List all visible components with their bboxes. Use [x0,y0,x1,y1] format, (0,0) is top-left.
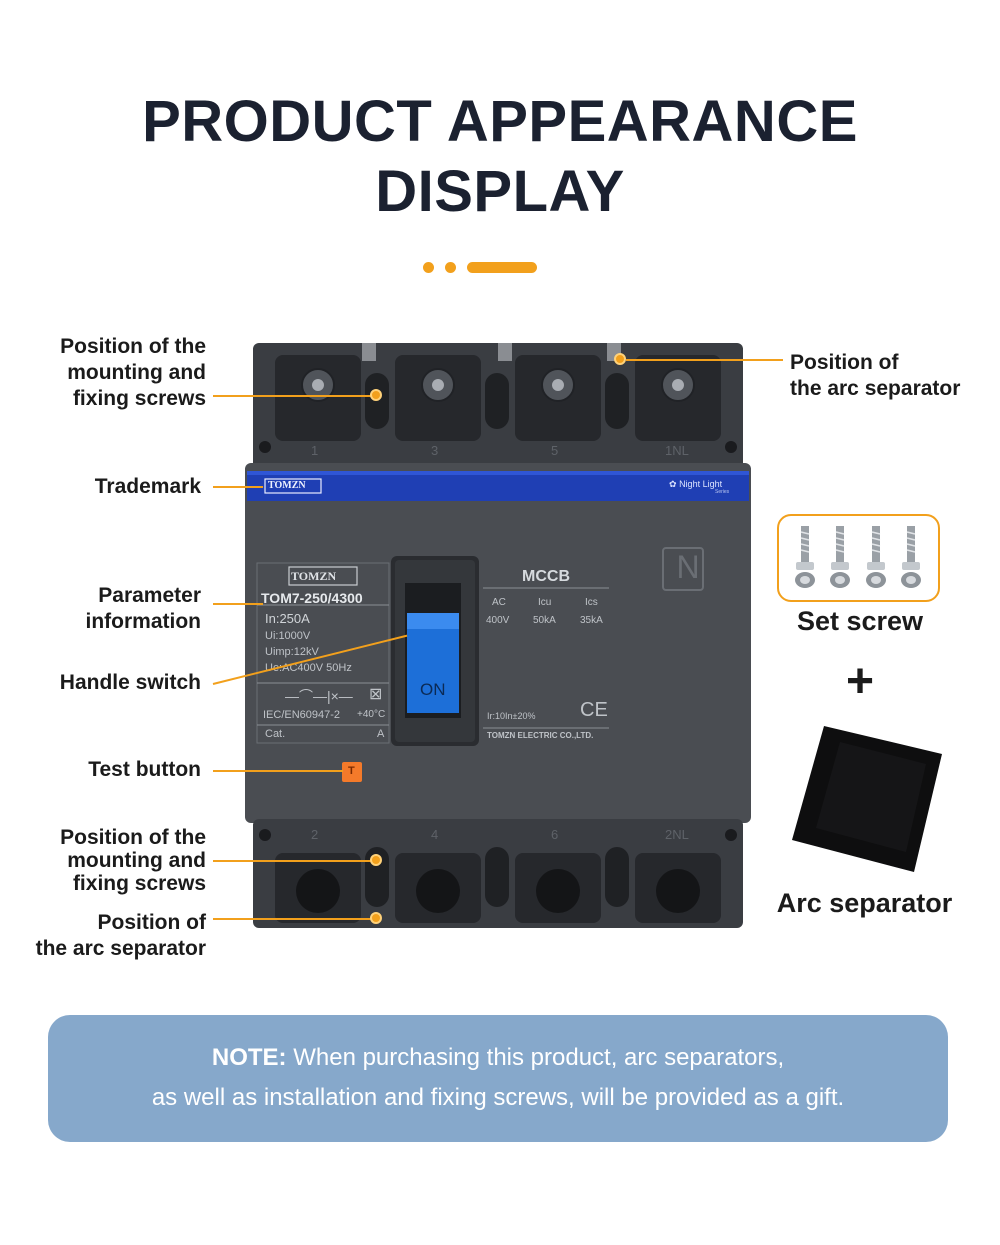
label-line: information [85,610,202,633]
temperature: +40°C [357,709,386,720]
test-button-label: T [348,765,355,777]
ui-rating: Ui:1000V [265,630,311,642]
model-number: TOM7-250/4300 [261,590,363,606]
label-arc-separator-bottom: Position of the arc separator [10,910,206,962]
plus-icon: + [845,655,875,708]
terminal-bottom-4: 4 [431,827,439,842]
circuit-symbol-icon: —⌒—|×— [285,688,353,704]
terminal-bottom-6: 6 [551,827,559,842]
isolation-symbol-icon: ⊠ [369,686,383,703]
brand-plate-logo: TOMZN [291,569,337,583]
set-screw-icon [795,526,921,588]
mccb-label: MCCB [522,568,570,585]
callout-dot-arc-top [614,353,626,365]
accent-bar [467,262,537,273]
night-light-text: Night Light [679,479,723,489]
arc-separator-image [792,726,942,872]
uimp-rating: Uimp:12kV [265,646,319,658]
set-screw-label: Set screw [796,606,924,636]
label-handle-switch: Handle switch [59,671,201,694]
terminal-bottom-n: 2NL [665,827,689,842]
val-icu: 50kA [533,615,556,626]
label-arc-separator-top: Position of the arc separator [790,350,990,402]
val-ics: 35kA [580,615,603,626]
label-line: Position of [97,911,207,934]
callout-dot-mount-top [370,389,382,401]
category-value: A [377,728,385,740]
note-bold: NOTE: [211,1044,287,1071]
brand-band-logo: TOMZN [268,480,306,491]
night-light-icon: ✿ [669,479,677,489]
in-rating: In:250A [265,611,310,626]
accent-dot-2 [445,262,456,273]
callout-dot-arc-bottom [370,912,382,924]
standard: IEC/EN60947-2 [263,709,341,721]
terminal-bottom-2: 2 [311,827,319,842]
set-screw-box [777,514,940,602]
note-box: NOTE: When purchasing this product, arc … [48,1015,948,1142]
label-line: mounting and [67,849,206,872]
category-label: Cat. [265,728,286,740]
label-line: mounting and [67,361,206,384]
note-text-2: as well as installation and fixing screw… [151,1084,845,1111]
label-line: Parameter [98,584,201,607]
arc-separator-label: Arc separator [776,888,953,918]
page-title-line-1: PRODUCT APPEARANCE [142,89,858,154]
col-ics: Ics [585,597,598,608]
label-line: Position of the [60,335,206,358]
label-parameter-info: Parameter information [20,583,202,635]
callout-line-trademark [213,486,263,488]
callout-dot-mount-bottom [370,854,382,866]
col-icu: Icu [538,597,552,608]
night-light-sub: Series [715,489,730,495]
label-trademark: Trademark [94,475,201,498]
terminal-top-3: 3 [431,443,439,458]
note-text-1: When purchasing this product, arc separa… [286,1044,785,1071]
night-light-mark: ✿ Night Light [669,479,722,490]
label-line: Position of [790,351,899,374]
ir-rating: Ir:10In±20% [487,711,536,721]
label-line: fixing screws [72,872,206,895]
accent-dot-1 [423,262,434,273]
label-line: the arc separator [35,937,206,960]
label-line: the arc separator [790,377,961,400]
callout-line-arc-top [626,359,783,361]
page-title-line-2: DISPLAY [375,159,625,224]
mccb-breaker-image [245,343,751,928]
label-mount-screws-top: Position of the mounting and fixing scre… [20,334,206,412]
callout-line-mount-bottom [213,860,371,862]
terminal-top-1: 1 [311,443,319,458]
label-line: Position of the [60,826,206,849]
label-mount-screws-bottom: Position of the mounting and fixing scre… [20,826,206,895]
callout-line-parameter [213,603,263,605]
note-line-1: NOTE: When purchasing this product, arc … [48,1015,948,1078]
company-name: TOMZN ELECTRIC CO.,LTD. [487,731,594,740]
label-test-button: Test button [88,758,201,781]
callout-line-mount-top [213,395,376,397]
handle-on-label: ON [420,680,446,699]
col-ac: AC [492,597,506,608]
breaker-text-layer: TOMZN ✿ Night Light Series N TOMZN TOM7-… [245,343,751,928]
val-ac: 400V [486,615,510,626]
callout-line-test [213,770,343,772]
terminal-top-5: 5 [551,443,559,458]
terminal-top-n: 1NL [665,443,689,458]
ce-mark: CE [580,699,608,721]
callout-line-arc-bottom [213,918,371,920]
n-mark: N [676,549,700,585]
label-line: fixing screws [72,387,206,410]
